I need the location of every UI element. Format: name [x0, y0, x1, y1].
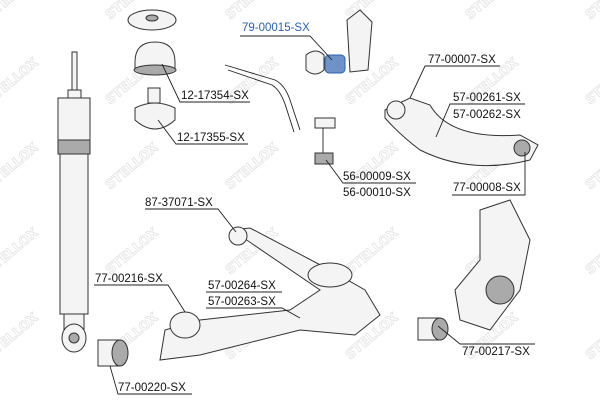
- watermark-text: STELLOX: [0, 56, 41, 109]
- watermark-text: STELLOX: [343, 226, 402, 279]
- part-labels: 79-00015-SX 12-17354-SX 12-17355-SX 77-0…: [95, 22, 530, 394]
- part-label-57-00262-SX[interactable]: 57-00262-SX: [453, 109, 521, 121]
- watermark-text: STELLOX: [343, 141, 402, 194]
- shock-absorber-drawing: [57, 51, 91, 353]
- part-label-12-17355-SX[interactable]: 12-17355-SX: [177, 132, 245, 144]
- stabilizer-drawing: [224, 9, 373, 165]
- part-label-56-00009-SX[interactable]: 56-00009-SX: [343, 171, 411, 183]
- watermark-text: STELLOX: [0, 226, 41, 279]
- part-label-57-00263-SX[interactable]: 57-00263-SX: [208, 296, 276, 308]
- part-label-77-00216-SX[interactable]: 77-00216-SX: [95, 273, 163, 285]
- part-label-79-00015-SX[interactable]: 79-00015-SX: [242, 22, 310, 34]
- watermark-text: STELLOX: [583, 226, 600, 279]
- knuckle-drawing: [97, 199, 531, 367]
- watermark-text: STELLOX: [0, 311, 41, 364]
- upper-arm-drawing: [384, 97, 539, 167]
- watermark-text: STELLOX: [583, 141, 600, 194]
- lower-arm-drawing: [159, 226, 381, 361]
- watermark-text: STELLOX: [103, 226, 162, 279]
- part-label-12-17354-SX[interactable]: 12-17354-SX: [181, 90, 249, 102]
- watermark-text: STELLOX: [583, 56, 600, 109]
- watermark-text: STELLOX: [583, 311, 600, 364]
- top-mount-drawing: [127, 9, 177, 130]
- leader-lines: [94, 35, 535, 395]
- part-label-77-00217-SX[interactable]: 77-00217-SX: [462, 346, 530, 358]
- watermark-text: STELLOX: [0, 0, 41, 23]
- watermark-text: STELLOX: [223, 141, 282, 194]
- watermark-text: STELLOX: [463, 0, 522, 23]
- part-label-57-00261-SX[interactable]: 57-00261-SX: [453, 92, 521, 104]
- part-label-77-00008-SX[interactable]: 77-00008-SX: [453, 182, 521, 194]
- watermark-text: STELLOX: [103, 141, 162, 194]
- part-label-57-00264-SX[interactable]: 57-00264-SX: [208, 280, 276, 292]
- watermark-text: STELLOX: [223, 0, 282, 23]
- watermark-text: STELLOX: [0, 141, 41, 194]
- watermark-text: STELLOX: [583, 0, 600, 23]
- part-label-77-00007-SX[interactable]: 77-00007-SX: [428, 54, 496, 66]
- part-label-77-00220-SX[interactable]: 77-00220-SX: [118, 382, 186, 394]
- part-label-87-37071-SX[interactable]: 87-37071-SX: [145, 197, 213, 209]
- part-label-56-00010-SX[interactable]: 56-00010-SX: [343, 187, 411, 199]
